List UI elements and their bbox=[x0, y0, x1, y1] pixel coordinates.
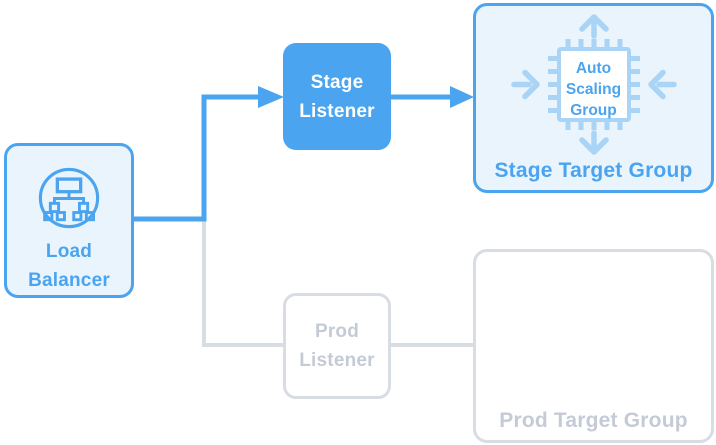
prod-target-group-node: Prod Target Group bbox=[473, 249, 714, 443]
prod-target-group-label: Prod Target Group bbox=[499, 409, 688, 432]
stage-listener-label: Stage Listener bbox=[299, 71, 375, 122]
auto-scaling-group-chip-icon bbox=[510, 14, 677, 155]
load-balancer-icon bbox=[38, 167, 100, 229]
scale-in-left-arrow-icon bbox=[510, 69, 540, 100]
scale-in-right-arrow-icon bbox=[647, 69, 677, 100]
scale-up-arrow-icon bbox=[578, 14, 609, 39]
load-balancer-node: Load Balancer bbox=[4, 143, 134, 298]
prod-listener-node: Prod Listener bbox=[283, 293, 391, 399]
connector-lb-to-prod-listener bbox=[202, 219, 284, 347]
load-balancer-label: Load Balancer bbox=[28, 241, 110, 291]
auto-scaling-group-label: Auto Scaling Group bbox=[565, 60, 622, 119]
arrowhead-into-stage-target-group bbox=[450, 86, 474, 108]
scale-down-arrow-icon bbox=[578, 130, 609, 155]
stage-target-group-node: Auto Scaling Group Stage Target Group bbox=[473, 3, 714, 193]
prod-listener-label: Prod Listener bbox=[299, 321, 375, 371]
stage-target-group-label: Stage Target Group bbox=[494, 159, 693, 182]
arrowhead-into-stage-listener bbox=[258, 86, 284, 108]
stage-listener-node: Stage Listener bbox=[283, 43, 391, 150]
connector-lb-to-stage-listener bbox=[133, 94, 259, 222]
